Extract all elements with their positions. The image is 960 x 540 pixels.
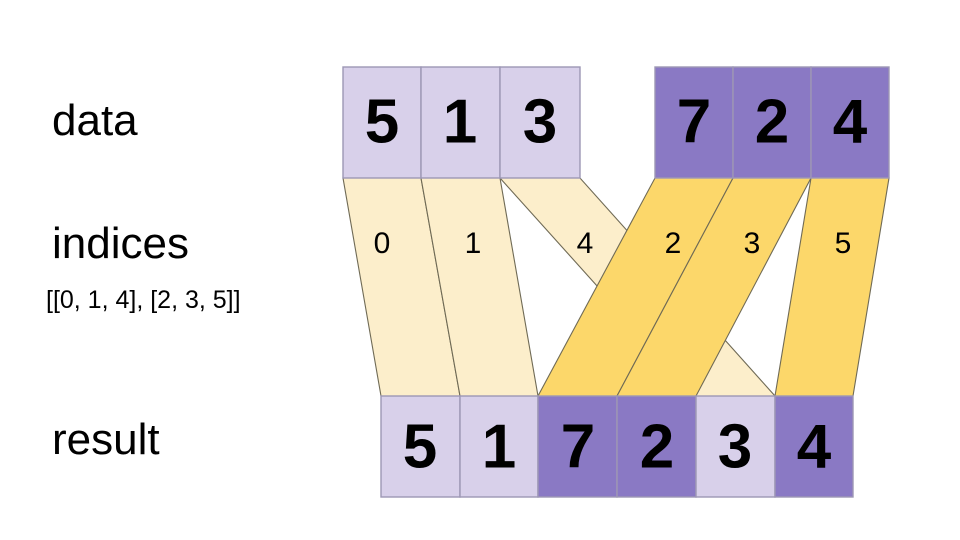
row-label-result: result bbox=[52, 415, 160, 464]
data-cell-dark-2[interactable] bbox=[810, 66, 890, 179]
data-row-light-group: 5 1 3 bbox=[342, 66, 581, 179]
data-cell-dark-0[interactable] bbox=[654, 66, 734, 179]
result-value-1: 1 bbox=[482, 412, 516, 481]
data-value-dark-2: 4 bbox=[833, 87, 868, 156]
result-value-0: 5 bbox=[403, 412, 437, 481]
index-label-1: 1 bbox=[465, 227, 482, 260]
result-value-5: 4 bbox=[797, 412, 832, 481]
result-cell-3[interactable] bbox=[616, 395, 697, 498]
index-label-group: 0 1 4 2 3 5 bbox=[374, 227, 852, 260]
result-cell-0[interactable] bbox=[380, 395, 461, 498]
result-cell-1[interactable] bbox=[459, 395, 539, 498]
row-label-indices: indices bbox=[52, 219, 189, 268]
result-cell-2[interactable] bbox=[537, 395, 618, 498]
result-value-3: 2 bbox=[640, 412, 674, 481]
data-value-light-2: 3 bbox=[523, 87, 557, 156]
result-value-2: 7 bbox=[561, 412, 595, 481]
data-cell-dark-1[interactable] bbox=[732, 66, 812, 179]
result-value-4: 3 bbox=[718, 412, 752, 481]
index-label-5: 5 bbox=[835, 227, 852, 260]
data-value-light-1: 1 bbox=[443, 87, 477, 156]
index-label-0: 0 bbox=[374, 227, 391, 260]
data-value-dark-1: 2 bbox=[755, 87, 789, 156]
data-row-dark-group: 7 2 4 bbox=[654, 66, 890, 179]
result-row-group: 5 1 7 2 3 4 bbox=[380, 395, 854, 498]
row-label-data: data bbox=[52, 96, 138, 145]
data-cell-light-1[interactable] bbox=[420, 66, 501, 179]
indices-expression: [[0, 1, 4], [2, 3, 5]] bbox=[46, 286, 241, 314]
result-cell-5[interactable] bbox=[774, 395, 854, 498]
index-label-2: 2 bbox=[665, 227, 682, 260]
ribbon-group bbox=[342, 177, 890, 397]
result-cell-4[interactable] bbox=[695, 395, 776, 498]
index-label-3: 3 bbox=[744, 227, 761, 260]
data-value-dark-0: 7 bbox=[677, 87, 711, 156]
index-label-4: 4 bbox=[577, 227, 594, 260]
data-cell-light-0[interactable] bbox=[342, 66, 422, 179]
data-cell-light-2[interactable] bbox=[499, 66, 581, 179]
data-value-light-0: 5 bbox=[365, 87, 399, 156]
